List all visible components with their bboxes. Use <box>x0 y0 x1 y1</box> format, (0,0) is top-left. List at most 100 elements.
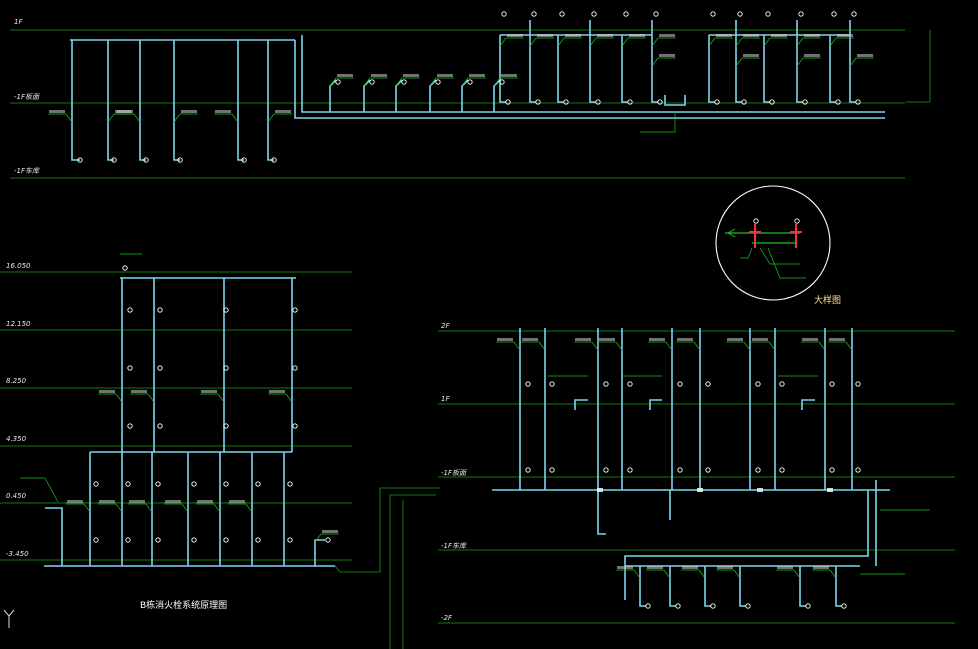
hydrant-marker <box>603 381 609 387</box>
pipe-tag <box>181 110 197 113</box>
hydrant-marker <box>191 537 197 543</box>
level-label-b1-garage-top: -1F车库 <box>14 167 40 175</box>
branch <box>801 399 815 410</box>
pipe-tag <box>682 566 698 569</box>
riser <box>589 20 596 103</box>
pipe-tag <box>437 74 453 77</box>
hydrant-marker <box>531 11 537 17</box>
hydrant-marker <box>653 11 659 17</box>
leader-line <box>513 341 521 351</box>
leader-line <box>499 37 507 47</box>
pipe-tag <box>275 110 291 113</box>
hydrant-marker <box>755 467 761 473</box>
leader-line <box>621 37 629 47</box>
diagram-title: B栋消火栓系统原理图 <box>140 601 228 611</box>
leader-line <box>213 503 221 513</box>
riser <box>763 35 770 103</box>
pipe-tag <box>269 390 285 393</box>
hydrant-marker <box>287 537 293 543</box>
hydrant-marker <box>705 467 711 473</box>
valve-symbol <box>827 488 833 492</box>
riser <box>735 20 742 103</box>
riser <box>796 20 803 103</box>
pipe-tag <box>129 500 145 503</box>
leader-line <box>589 37 597 47</box>
ucs-axis-icon <box>3 609 15 628</box>
level-label-b1-garage: -1F车库 <box>441 542 467 550</box>
hydrant-marker <box>127 307 133 313</box>
valve-symbol <box>597 488 603 492</box>
hydrant-marker <box>603 467 609 473</box>
riser <box>557 35 564 103</box>
leader-line <box>663 569 671 579</box>
pipe-tag <box>829 338 845 341</box>
leader-line <box>115 393 123 403</box>
hydrant-marker <box>157 365 163 371</box>
pipe-tag <box>629 34 645 37</box>
hydrant-marker <box>122 265 128 271</box>
pipe-tag <box>507 34 523 37</box>
pipe-tag <box>371 74 387 77</box>
leader-line <box>768 341 776 351</box>
hydrant-marker <box>549 467 555 473</box>
hydrant-marker <box>802 99 808 105</box>
hydrant-marker <box>287 481 293 487</box>
pipe-tag <box>337 74 353 77</box>
pipe-tag <box>597 34 613 37</box>
hydrant-marker <box>155 481 161 487</box>
leader-line <box>767 247 806 279</box>
manifold <box>664 95 686 106</box>
hydrant-marker <box>835 99 841 105</box>
pipe-tag <box>647 566 663 569</box>
riser <box>237 40 244 161</box>
hydrant-marker <box>627 381 633 387</box>
hydrant-marker <box>627 467 633 473</box>
riser <box>849 20 856 103</box>
hydrant-marker <box>855 467 861 473</box>
detail-title: 大样图 <box>814 296 842 306</box>
pipe-network <box>44 20 890 607</box>
pipe-tag <box>677 338 693 341</box>
riser <box>621 35 628 103</box>
pipe-tag <box>743 54 759 57</box>
hydrant-marker <box>563 99 569 105</box>
pipe-tag <box>802 338 818 341</box>
hydrant-marker <box>157 423 163 429</box>
pipe-tag <box>837 34 853 37</box>
hydrant-marker <box>829 467 835 473</box>
branch <box>574 399 588 410</box>
hydrant-marker <box>505 99 511 105</box>
leader-line <box>735 37 743 47</box>
riser <box>829 35 836 103</box>
hydrant-marker <box>223 365 229 371</box>
hydrant-marker <box>127 423 133 429</box>
hydrant-marker <box>255 537 261 543</box>
pipe-tag <box>165 500 181 503</box>
pipe-tag <box>771 34 787 37</box>
leader-line <box>147 393 155 403</box>
elevation-label-4: 4.350 <box>6 435 27 443</box>
hydrant-marker <box>714 99 720 105</box>
riser <box>267 40 274 161</box>
riser <box>107 40 114 161</box>
hydrant-marker <box>779 381 785 387</box>
leader-line <box>735 57 743 67</box>
hydrant-marker <box>745 603 751 609</box>
hydrant-marker <box>549 381 555 387</box>
branch <box>314 539 325 566</box>
riser <box>739 566 746 607</box>
hydrant-marker <box>798 11 804 17</box>
elevation-label-1: 16.050 <box>6 262 31 270</box>
hydrant-marker <box>755 381 761 387</box>
riser <box>173 40 180 161</box>
leader-line <box>231 113 239 123</box>
hydrant-marker <box>325 537 331 543</box>
branch <box>45 507 63 566</box>
arrow-head <box>727 228 736 234</box>
hydrant-marker <box>77 157 83 163</box>
level-label-2f: 2F <box>441 322 450 330</box>
riser <box>639 566 646 607</box>
pipe-tag <box>67 500 83 503</box>
leader-line <box>395 77 403 87</box>
leader-line <box>267 113 275 123</box>
